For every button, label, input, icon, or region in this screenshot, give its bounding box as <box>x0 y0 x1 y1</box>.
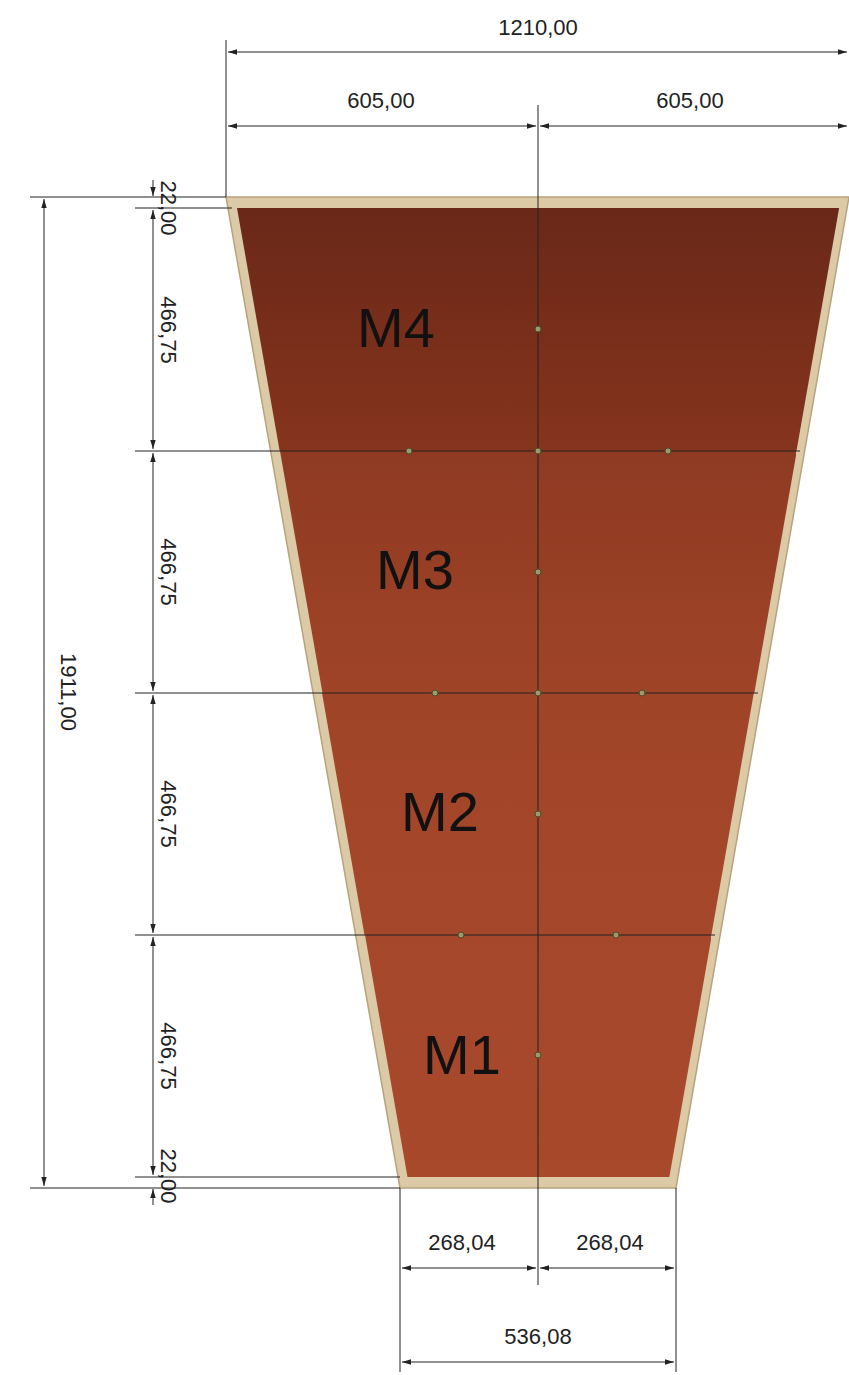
dimension-value: 1210,00 <box>496 17 580 39</box>
dimension-value: 466,75 <box>157 778 179 849</box>
dimension-value: 268,04 <box>426 1232 497 1254</box>
band-label: M1 <box>423 1027 501 1083</box>
band-label: M2 <box>401 784 479 840</box>
dimension-value: 22,00 <box>157 1146 179 1205</box>
band-label: M4 <box>357 300 435 356</box>
dimension-value: 466,75 <box>157 1020 179 1091</box>
dimension-value: 268,04 <box>574 1232 645 1254</box>
dimension-value: 1911,00 <box>57 651 79 733</box>
dimension-value: 536,08 <box>502 1326 573 1348</box>
dimension-value: 605,00 <box>345 90 416 112</box>
dimension-value: 605,00 <box>654 90 725 112</box>
dimension-value: 466,75 <box>157 294 179 365</box>
dimension-value: 22,00 <box>157 178 179 237</box>
dimension-value: 466,75 <box>157 536 179 607</box>
band-label: M3 <box>376 542 454 598</box>
